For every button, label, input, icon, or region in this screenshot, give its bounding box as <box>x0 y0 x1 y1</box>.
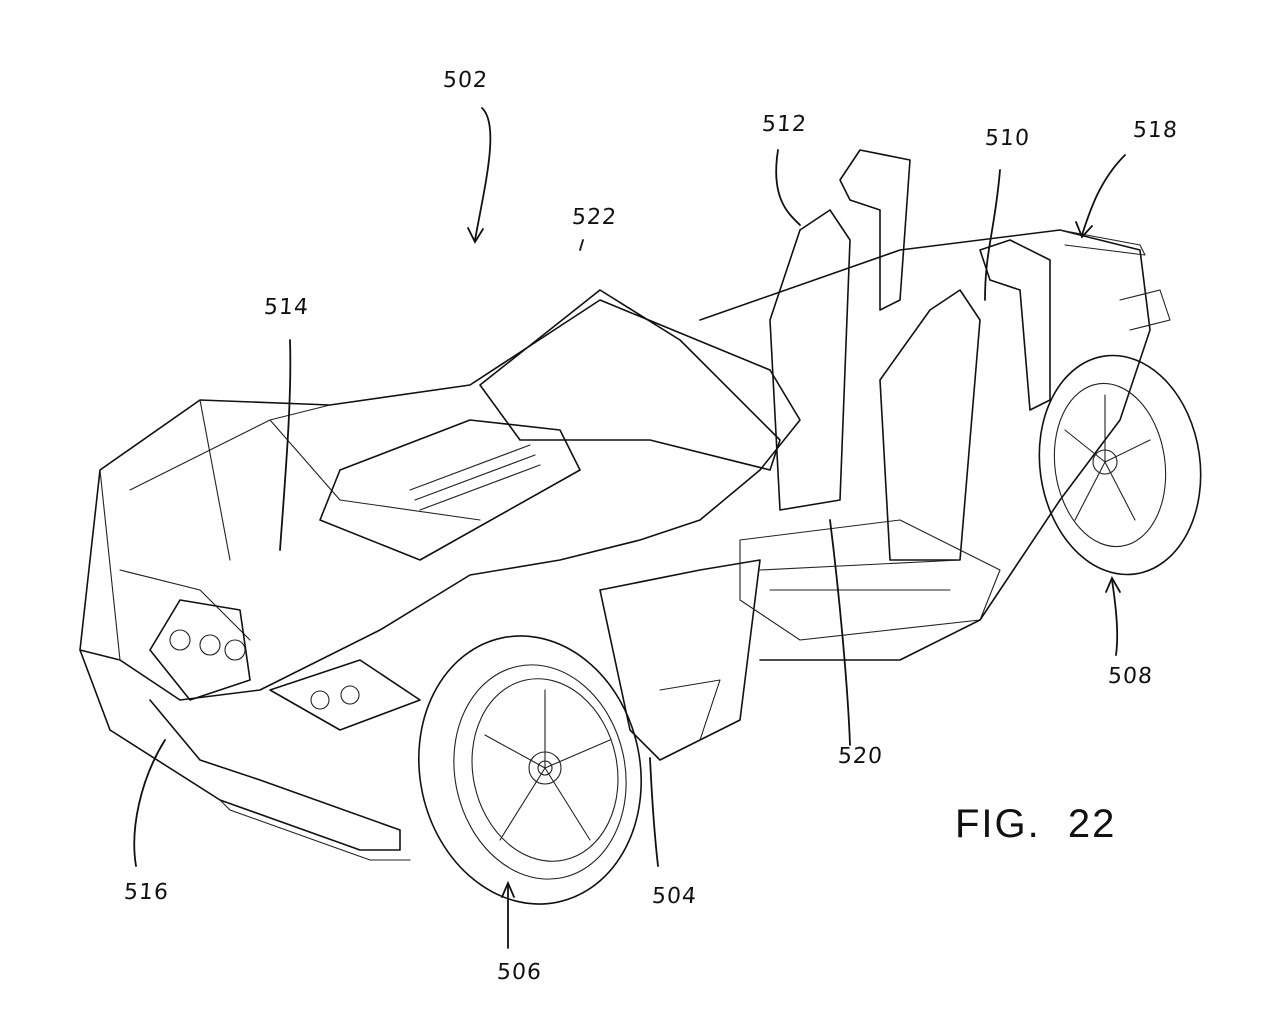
front-splitter <box>79 649 411 861</box>
arrowhead-506 <box>501 880 515 898</box>
ref-520: 520 <box>837 744 884 769</box>
ref-502: 502 <box>442 68 489 93</box>
arrowhead-518 <box>1075 221 1093 239</box>
ref-516: 516 <box>123 880 170 905</box>
windshield-522 <box>479 289 781 471</box>
headlight-516 <box>149 599 421 731</box>
seat-510 <box>879 239 1051 561</box>
leader-510 <box>984 169 1001 301</box>
rear-body-518 <box>699 229 1171 661</box>
leader-512 <box>775 149 801 226</box>
floor-520 <box>739 519 1001 641</box>
rear-wheel-508 <box>1038 354 1202 576</box>
arrowhead-502 <box>467 227 484 244</box>
leader-lines <box>133 107 1126 949</box>
hood-514 <box>319 419 581 561</box>
ref-514: 514 <box>263 295 310 320</box>
vehicle-body <box>79 299 801 701</box>
leader-504 <box>649 757 659 867</box>
leader-518 <box>1081 154 1126 236</box>
seat-512 <box>769 149 911 511</box>
arrowhead-508 <box>1105 575 1121 593</box>
leader-508 <box>1111 579 1119 656</box>
ref-510: 510 <box>984 126 1031 151</box>
ref-506: 506 <box>496 960 543 985</box>
leader-522 <box>579 239 584 251</box>
leader-516 <box>133 739 166 867</box>
side-panel-504 <box>599 559 761 761</box>
figure-caption: FIG. 22 <box>955 802 1117 846</box>
leader-514 <box>279 339 292 551</box>
ref-522: 522 <box>571 205 618 230</box>
ref-518: 518 <box>1132 118 1179 143</box>
leader-520 <box>829 519 851 746</box>
front-wheel-506 <box>418 635 642 905</box>
leader-502 <box>474 107 492 241</box>
ref-508: 508 <box>1107 664 1154 689</box>
ref-512: 512 <box>761 112 808 137</box>
ref-504: 504 <box>651 884 698 909</box>
